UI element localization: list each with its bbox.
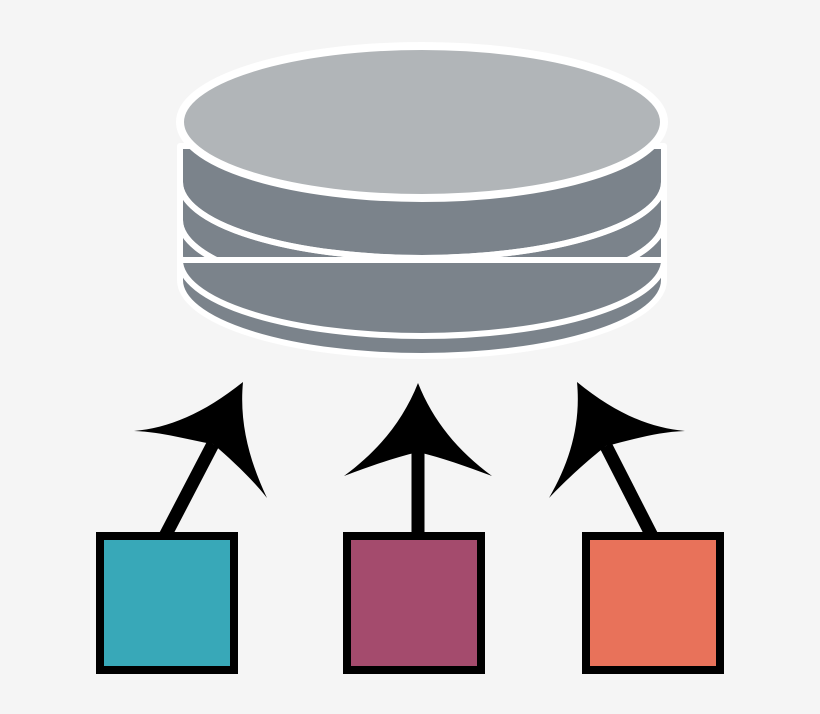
database-icon (176, 42, 668, 359)
database-top (176, 42, 668, 202)
arrow-right (549, 382, 685, 541)
upload-arrows (134, 382, 685, 542)
arrow-left (134, 382, 267, 542)
database-bottom-disk (177, 257, 667, 359)
source-box-teal (96, 532, 238, 674)
source-box-plum (343, 532, 485, 674)
arrow-center (344, 383, 492, 535)
source-boxes (96, 532, 724, 674)
source-box-coral (582, 532, 724, 674)
